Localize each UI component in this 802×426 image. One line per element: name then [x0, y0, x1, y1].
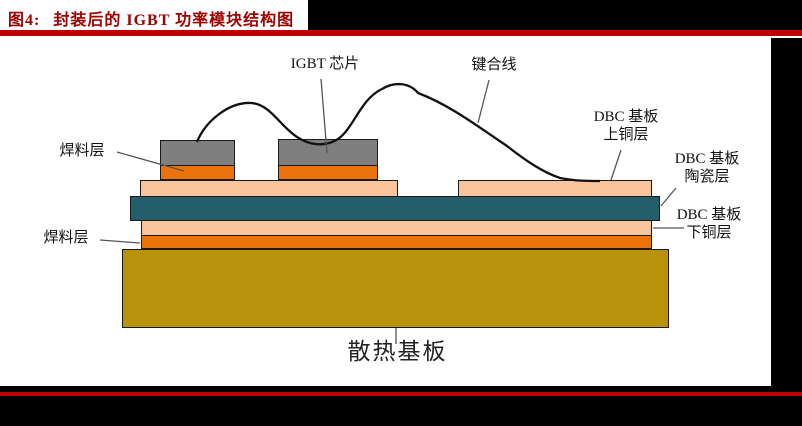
- igbt-die-right-solder-rect: [278, 165, 378, 180]
- lower-solder-layer-rect: [141, 235, 652, 249]
- label-bond-wire: 键合线: [471, 57, 517, 73]
- label-dbc-upper-copper-line1: DBC 基板: [593, 109, 659, 125]
- igbt-die-left-solder-rect: [160, 165, 235, 180]
- label-baseplate: 散热基板: [347, 339, 448, 364]
- label-solder-layer-top: 焊料层: [59, 143, 105, 159]
- heat-baseplate-rect: [122, 249, 669, 328]
- leader-dbc-upper-copper: [610, 149, 622, 181]
- leader-dbc-ceramic: [660, 187, 677, 207]
- label-dbc-lower-copper-line2: 下铜层: [686, 225, 732, 241]
- leader-bond-wire: [477, 79, 490, 124]
- figure-caption: 图4: 封装后的 IGBT 功率模块结构图: [8, 6, 294, 30]
- dbc-lower-copper-rect: [141, 220, 652, 236]
- igbt-die-right-rect: [278, 139, 378, 166]
- figure-number: 图4:: [8, 12, 41, 29]
- label-dbc-lower-copper: DBC 基板 下铜层: [666, 206, 752, 242]
- dbc-upper-copper-right-rect: [458, 180, 652, 197]
- right-black-strip: [771, 38, 802, 386]
- label-dbc-upper-copper: DBC 基板 上铜层: [583, 108, 669, 144]
- label-dbc-lower-copper-line1: DBC 基板: [676, 207, 742, 223]
- label-dbc-ceramic-line2: 陶瓷层: [684, 169, 730, 185]
- bond-wire-curve: [195, 82, 601, 183]
- figure-title: 封装后的 IGBT 功率模块结构图: [53, 12, 295, 29]
- label-solder-layer-bottom: 焊料层: [43, 230, 89, 246]
- label-dbc-upper-copper-line2: 上铜层: [603, 127, 649, 143]
- bottom-red-rule: [0, 392, 802, 396]
- dbc-upper-copper-left-rect: [140, 180, 398, 197]
- leader-solder-bottom: [99, 239, 141, 244]
- label-dbc-ceramic: DBC 基板 陶瓷层: [664, 150, 750, 186]
- label-igbt-chip: IGBT 芯片: [290, 56, 360, 72]
- dbc-ceramic-layer-rect: [130, 196, 660, 221]
- top-black-band: [308, 0, 802, 30]
- caption-underline: [0, 30, 802, 36]
- igbt-die-left-rect: [160, 140, 235, 166]
- label-dbc-ceramic-line1: DBC 基板: [674, 151, 740, 167]
